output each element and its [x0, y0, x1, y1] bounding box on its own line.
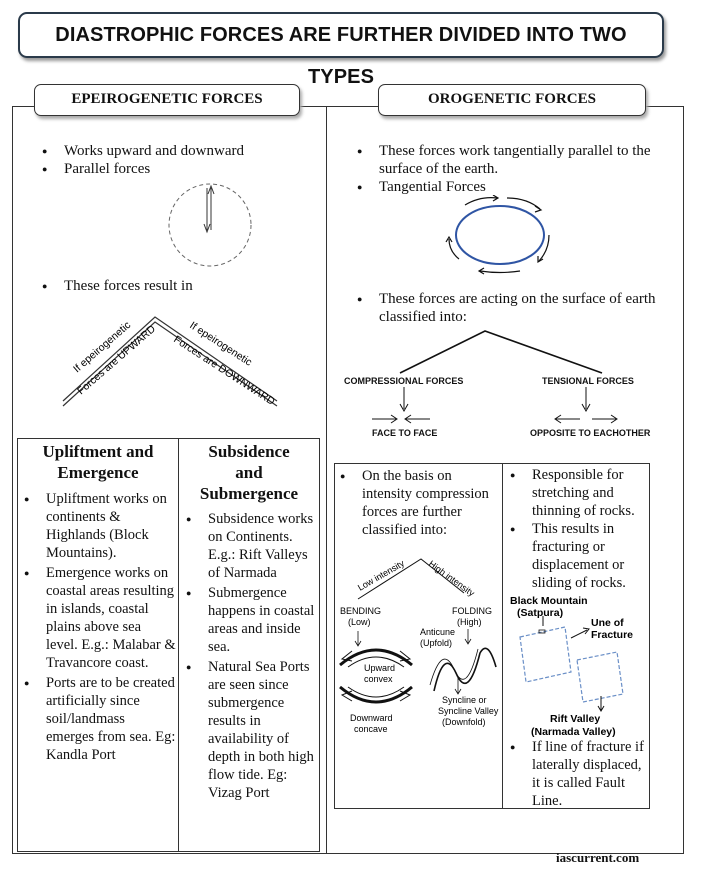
rift-label-2: (Narmada Valley): [531, 726, 616, 738]
orogenetic-tab: OROGENETIC FORCES: [378, 84, 646, 116]
bullet-acting: These forces are acting on the surface o…: [355, 290, 675, 326]
face-to-face-label: FACE TO FACE: [372, 428, 438, 438]
low-intensity-label: Low intensity: [356, 558, 406, 593]
block-mountain-label-1: Black Mountain: [510, 595, 588, 607]
subsidence-item: Natural Sea Ports are seen since submerg…: [184, 658, 318, 802]
fault-line-list: If line of fracture if laterally displac…: [508, 738, 650, 810]
fracture-label-1: Une of: [591, 617, 624, 629]
bullet-parallel: Parallel forces: [40, 160, 310, 179]
classification-diagram: [372, 330, 618, 424]
tension-item: This results in fracturing or displaceme…: [508, 520, 650, 592]
roof-diagram: If epeirogenetic Forces are UPWARD If ep…: [62, 316, 278, 408]
high-intensity-label: High intensity: [427, 559, 477, 599]
bending-label-2: (Low): [348, 617, 371, 627]
compressional-label: COMPRESSIONAL FORCES: [344, 376, 464, 386]
epeirogenetic-bullets: Works upward and downward Parallel force…: [40, 142, 310, 179]
fracture-label-2: Fracture: [591, 629, 633, 641]
uplift-list: Upliftment works on continents & Highlan…: [22, 490, 176, 764]
orogenetic-acting-bullet: These forces are acting on the surface o…: [355, 290, 675, 326]
upward-label-1: Upward: [364, 663, 395, 673]
subsidence-list: Subsidence works on Continents. E.g.: Ri…: [184, 510, 318, 802]
folding-label-2: (High): [457, 617, 482, 627]
syncline-label-1: Syncline or: [442, 695, 487, 705]
downward-label-1: Downward: [350, 713, 393, 723]
bullet-result: These forces result in: [40, 277, 310, 296]
opposite-label: OPPOSITE TO EACHOTHER: [530, 428, 651, 438]
tension-item: Responsible for stretching and thinning …: [508, 466, 650, 520]
subsidence-item: Subsidence works on Continents. E.g.: Ri…: [184, 510, 318, 582]
uplift-heading: Upliftment and Emergence: [22, 441, 174, 483]
folding-label-1: FOLDING: [452, 606, 492, 616]
tangential-forces-diagram: [445, 195, 550, 275]
syncline-label-2: Syncline Valley: [438, 706, 499, 716]
syncline-label-3: (Downfold): [442, 717, 486, 727]
bullet-tangential-parallel: These forces work tangentially parallel …: [355, 142, 673, 178]
subsidence-heading-line2: and: [235, 463, 263, 482]
orogenetic-bullets: These forces work tangentially parallel …: [355, 142, 673, 197]
compression-list: On the basis on intensity compression fo…: [338, 467, 498, 539]
uplift-heading-line2: Emergence: [57, 463, 139, 482]
parallel-forces-diagram: [168, 183, 252, 267]
tensional-label: TENSIONAL FORCES: [542, 376, 634, 386]
subsidence-item: Submergence happens in coastal areas and…: [184, 584, 318, 656]
bullet-tangential: Tangential Forces: [355, 178, 673, 197]
upward-label-2: convex: [364, 674, 393, 684]
table-divider: [178, 438, 180, 852]
uplift-item: Upliftment works on continents & Highlan…: [22, 490, 176, 562]
subsidence-heading-line3: Submergence: [199, 484, 299, 503]
rift-label-1: Rift Valley: [550, 713, 600, 725]
site-watermark: iascurrent.com: [556, 850, 640, 865]
uplift-item: Emergence works on coastal areas resulti…: [22, 564, 176, 672]
uplift-heading-line1: Upliftment and: [42, 442, 154, 461]
uplift-subsidence-table: [17, 438, 320, 852]
compression-bullet: On the basis on intensity compression fo…: [338, 467, 498, 539]
bending-folding-diagram: Low intensity High intensity BENDING (Lo…: [339, 558, 499, 734]
uplift-item: Ports are to be created artificially sin…: [22, 674, 176, 764]
block-mountain-label-2: (Satpura): [517, 607, 563, 619]
subsidence-heading: Subsidence and Submergence: [183, 441, 315, 504]
bending-label-1: BENDING: [340, 606, 381, 616]
table-divider-right: [502, 463, 504, 809]
fracture-diagram: Black Mountain (Satpura) Une of Fracture…: [510, 595, 633, 738]
anticline-label-1: Anticune: [420, 627, 455, 637]
epeirogenetic-tab: EPEIROGENETIC FORCES: [34, 84, 300, 116]
epeirogenetic-result-bullet: These forces result in: [40, 277, 310, 296]
compression-tension-table: [334, 463, 650, 809]
fault-line-item: If line of fracture if laterally displac…: [508, 738, 650, 810]
downward-label-2: concave: [354, 724, 388, 734]
anticline-label-2: (Upfold): [420, 638, 452, 648]
page-title: DIASTROPHIC FORCES ARE FURTHER DIVIDED I…: [18, 12, 664, 88]
tension-list: Responsible for stretching and thinning …: [508, 466, 650, 592]
bullet-up-down: Works upward and downward: [40, 142, 310, 161]
subsidence-heading-line1: Subsidence: [208, 442, 290, 461]
